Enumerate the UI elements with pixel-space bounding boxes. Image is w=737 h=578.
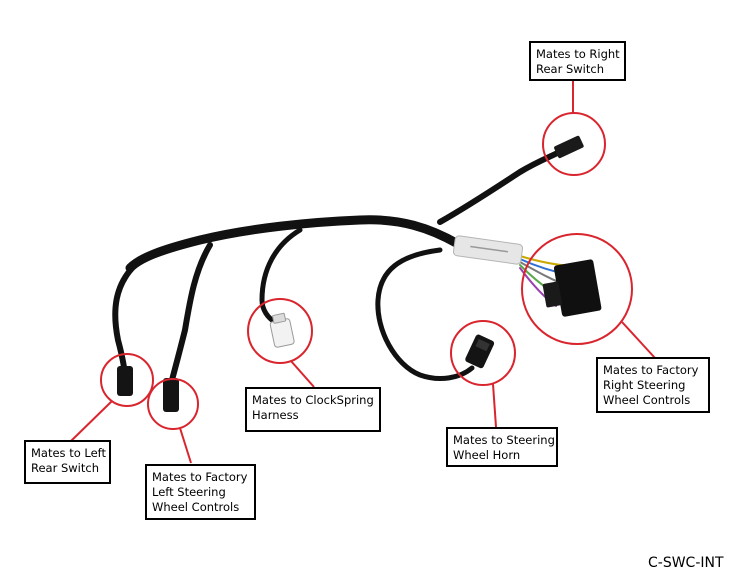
callout-factory-left-steering: Mates to Factory Left Steering Wheel Con… <box>145 464 256 520</box>
harness-cables <box>112 147 573 383</box>
leader-lines <box>70 80 656 464</box>
circle-horn <box>450 320 516 386</box>
leader-left-steering <box>179 427 192 464</box>
circle-clockspring <box>247 298 313 364</box>
callout-clockspring: Mates to ClockSpring Harness <box>245 387 381 432</box>
callout-line: Right Steering <box>603 378 686 392</box>
connector-left-steering <box>163 378 179 412</box>
cable-clockspring <box>259 227 303 325</box>
callout-line: Left Steering <box>152 485 226 499</box>
callout-line: Mates to Steering <box>453 433 555 447</box>
label-sleeve <box>452 235 524 265</box>
cable-horn <box>375 247 475 381</box>
cable-main-trunk <box>125 215 463 273</box>
circle-left-rear <box>100 353 154 407</box>
callout-right-rear-switch: Mates to Right Rear Switch <box>529 41 626 81</box>
circle-right-steering <box>521 233 633 345</box>
part-code-label: C-SWC-INT <box>648 555 724 571</box>
leader-horn <box>492 383 497 428</box>
callout-factory-right-steering: Mates to Factory Right Steering Wheel Co… <box>596 357 710 413</box>
callout-line: Wheel Controls <box>152 500 240 514</box>
callout-line: Rear Switch <box>536 62 605 76</box>
cable-left-steering <box>169 242 213 383</box>
leader-left-rear <box>70 400 113 442</box>
callout-line: Rear Switch <box>31 461 100 475</box>
callout-line: Mates to Factory <box>152 470 248 484</box>
cable-right-rear <box>437 147 566 225</box>
callout-line: Mates to Left <box>31 446 107 460</box>
callout-line: Mates to Factory <box>603 363 699 377</box>
highlight-circles <box>100 112 633 430</box>
callout-line: Harness <box>252 408 299 422</box>
circle-left-steering <box>147 378 199 430</box>
connector-horn <box>465 334 495 369</box>
cable-left-rear <box>112 262 138 378</box>
connector-clockspring <box>269 312 295 348</box>
leader-right-steering <box>621 321 656 359</box>
connector-right-rear <box>554 135 584 159</box>
callout-line: Mates to Right <box>536 47 620 61</box>
leader-clockspring <box>290 360 315 388</box>
callout-left-rear-switch: Mates to Left Rear Switch <box>24 440 111 484</box>
callout-steering-horn: Mates to Steering Wheel Horn <box>446 427 558 467</box>
connector-left-rear <box>117 366 133 396</box>
callout-line: Wheel Horn <box>453 448 521 462</box>
callout-line: Wheel Controls <box>603 393 691 407</box>
connector-right-steering <box>542 259 602 317</box>
callout-line: Mates to ClockSpring <box>252 393 374 407</box>
